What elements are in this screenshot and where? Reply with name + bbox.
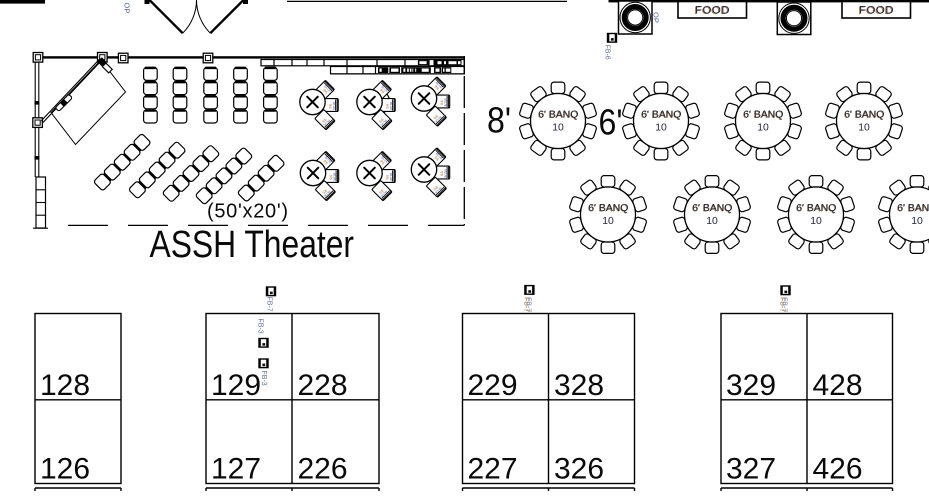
svg-text:10: 10	[706, 216, 718, 227]
svg-text:8': 8'	[487, 100, 511, 141]
svg-text:6' BANQ: 6' BANQ	[743, 110, 783, 121]
svg-text:6': 6'	[599, 102, 623, 143]
svg-text:10: 10	[858, 122, 870, 133]
svg-text:327: 327	[726, 453, 776, 486]
svg-text:6' BANQ: 6' BANQ	[897, 203, 929, 214]
svg-text:328: 328	[554, 369, 604, 402]
svg-text:OP: OP	[652, 12, 661, 23]
svg-text:6' BANQ: 6' BANQ	[538, 110, 578, 121]
svg-text:428: 428	[813, 369, 863, 402]
svg-text:6' BANQ: 6' BANQ	[588, 203, 628, 214]
svg-text:129: 129	[211, 369, 261, 402]
svg-text:10: 10	[552, 122, 564, 133]
svg-text:128: 128	[40, 369, 90, 402]
svg-text:226: 226	[298, 453, 348, 486]
svg-text:ASSH Theater: ASSH Theater	[150, 224, 355, 266]
svg-text:6' BANQ: 6' BANQ	[641, 110, 681, 121]
svg-text:OP: OP	[123, 3, 132, 14]
svg-text:FB-3: FB-3	[260, 371, 267, 386]
svg-text:426: 426	[813, 453, 863, 486]
svg-text:10: 10	[911, 216, 923, 227]
svg-text:127: 127	[211, 453, 261, 486]
svg-text:FB-6: FB-6	[604, 45, 611, 60]
svg-text:228: 228	[298, 369, 348, 402]
svg-text:FB-3: FB-3	[257, 319, 264, 334]
svg-text:10: 10	[810, 216, 822, 227]
svg-text:10: 10	[602, 216, 614, 227]
svg-text:227: 227	[468, 453, 518, 486]
svg-text:229: 229	[468, 369, 518, 402]
svg-text:126: 126	[40, 453, 90, 486]
svg-text:FB-7: FB-7	[524, 297, 531, 312]
svg-text:FOOD: FOOD	[695, 5, 730, 17]
svg-text:(50'x20'): (50'x20')	[207, 201, 288, 223]
svg-text:10: 10	[757, 122, 769, 133]
svg-text:6' BANQ: 6' BANQ	[692, 203, 732, 214]
svg-text:329: 329	[726, 369, 776, 402]
svg-text:10: 10	[655, 122, 667, 133]
svg-text:FB-7: FB-7	[266, 297, 273, 312]
svg-text:FB-7: FB-7	[780, 297, 787, 312]
svg-text:326: 326	[554, 453, 604, 486]
svg-text:6' BANQ: 6' BANQ	[796, 203, 836, 214]
svg-text:FOOD: FOOD	[859, 5, 894, 17]
svg-text:6' BANQ: 6' BANQ	[844, 110, 884, 121]
